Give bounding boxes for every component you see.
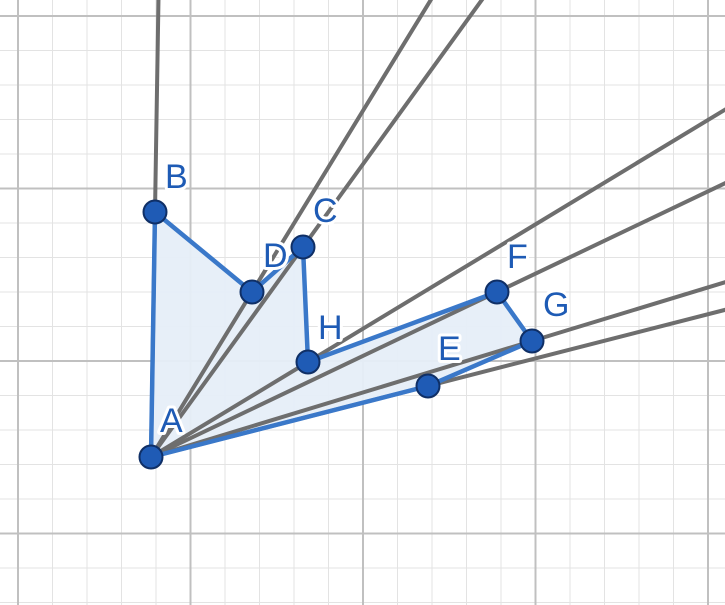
polygon-ABDCHFGE[interactable] xyxy=(151,212,532,457)
edge-EA[interactable] xyxy=(148,383,431,460)
ray-AH[interactable] xyxy=(149,0,725,459)
edge-AB[interactable] xyxy=(148,209,158,460)
edge-HF[interactable] xyxy=(305,289,500,365)
label-A: A xyxy=(160,402,183,440)
point-B[interactable] xyxy=(142,199,168,225)
edge-CH[interactable] xyxy=(300,244,311,365)
label-D: D xyxy=(263,237,288,275)
point-F[interactable] xyxy=(484,279,510,305)
point-A[interactable] xyxy=(138,444,164,470)
label-G: G xyxy=(543,286,569,324)
ray-AF[interactable] xyxy=(149,0,725,459)
edge-GE[interactable] xyxy=(425,338,535,389)
point-labels: A B CD E FG H xyxy=(157,155,572,443)
point-H[interactable] xyxy=(295,349,321,375)
label-B: B xyxy=(165,158,188,196)
point-G[interactable] xyxy=(519,328,545,354)
label-E: E xyxy=(438,330,461,368)
point-E[interactable] xyxy=(415,373,441,399)
label-H: H xyxy=(318,309,343,347)
point-C[interactable] xyxy=(290,234,316,260)
edge-BD[interactable] xyxy=(152,209,255,295)
label-F: F xyxy=(507,238,528,276)
points xyxy=(138,199,545,470)
point-D[interactable] xyxy=(239,279,265,305)
label-C: C xyxy=(313,192,338,230)
ray-AC[interactable] xyxy=(149,0,725,459)
